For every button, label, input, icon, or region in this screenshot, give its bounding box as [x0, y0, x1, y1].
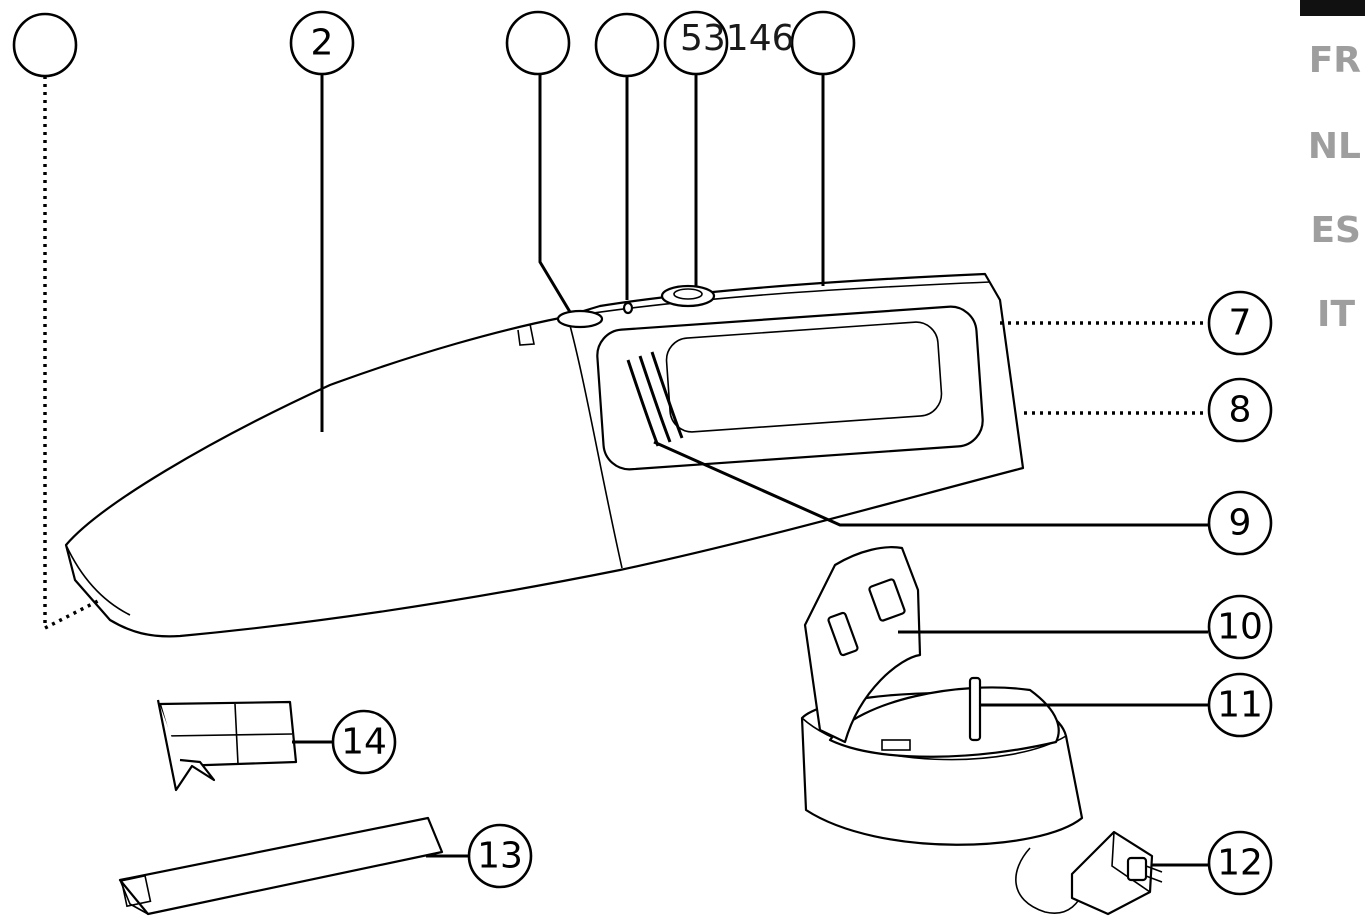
callout-7-number: 7: [1229, 303, 1252, 344]
callout-13: 13: [467, 823, 533, 889]
power-adapter-icon: [1015, 830, 1163, 916]
callout-11: 11: [1207, 672, 1273, 738]
callout-12: 12: [1207, 830, 1273, 896]
charging-base-icon: [800, 546, 1084, 846]
brush-tool-icon: [156, 699, 298, 792]
callout-9: 9: [1207, 490, 1273, 556]
language-label-it: IT: [1317, 294, 1355, 335]
model-number: 53146: [680, 18, 795, 59]
callout-5: [663, 10, 729, 76]
callout-8-number: 8: [1229, 390, 1252, 431]
handheld-vacuum-icon: [64, 272, 1025, 638]
callout-2-number: 2: [311, 23, 334, 64]
callout-2: 2: [289, 10, 355, 76]
language-tab-marker: [1300, 0, 1365, 16]
leader-line-3: [538, 74, 572, 313]
leader-line-9: [653, 440, 1208, 527]
callout-10-number: 10: [1217, 607, 1263, 648]
callout-14: 14: [331, 709, 397, 775]
callout-10: 10: [1207, 594, 1273, 660]
callout-13-number: 13: [477, 836, 523, 877]
callout-11-number: 11: [1217, 685, 1263, 726]
language-label-fr: FR: [1308, 40, 1361, 81]
language-label-nl: NL: [1307, 126, 1361, 167]
leader-line-1: [43, 76, 101, 631]
callout-7: 7: [1207, 290, 1273, 356]
callout-4: [594, 12, 660, 78]
callout-8: 8: [1207, 377, 1273, 443]
callout-1: [12, 12, 78, 78]
callout-6: [790, 10, 856, 76]
callout-14-number: 14: [341, 722, 387, 763]
callout-3: [505, 10, 571, 76]
callout-9-number: 9: [1229, 503, 1252, 544]
crevice-tool-icon: [118, 816, 444, 916]
language-label-es: ES: [1310, 210, 1361, 251]
callout-12-number: 12: [1217, 843, 1263, 884]
